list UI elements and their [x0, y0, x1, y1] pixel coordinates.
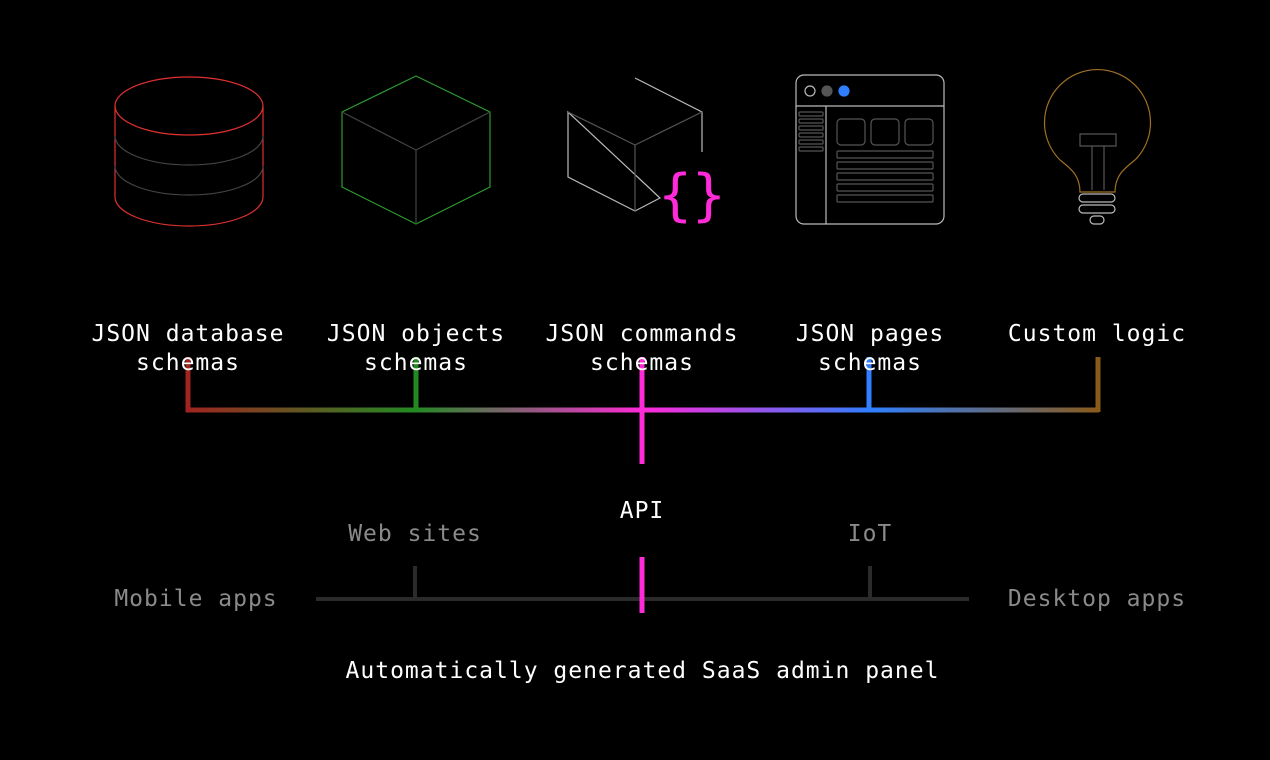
client-bus-connector	[316, 557, 969, 613]
desktop-apps-label: Desktop apps	[1007, 586, 1187, 612]
custom-logic-label: Custom logic	[1007, 321, 1187, 347]
admin-panel-caption: Automatically generated SaaS admin panel	[345, 658, 940, 684]
api-label: API	[619, 498, 665, 524]
mobile-apps-label: Mobile apps	[114, 586, 278, 612]
iot-label: IoT	[847, 521, 893, 547]
svg-text:{}: {}	[658, 163, 725, 228]
cube-braces-icon: {}	[567, 77, 726, 228]
api-bus-connector	[185, 357, 1101, 464]
database-icon	[114, 76, 264, 227]
lightbulb-icon	[1043, 68, 1152, 225]
cube-icon	[341, 75, 491, 225]
web-sites-label: Web sites	[348, 521, 482, 547]
browser-window-icon	[795, 74, 945, 225]
